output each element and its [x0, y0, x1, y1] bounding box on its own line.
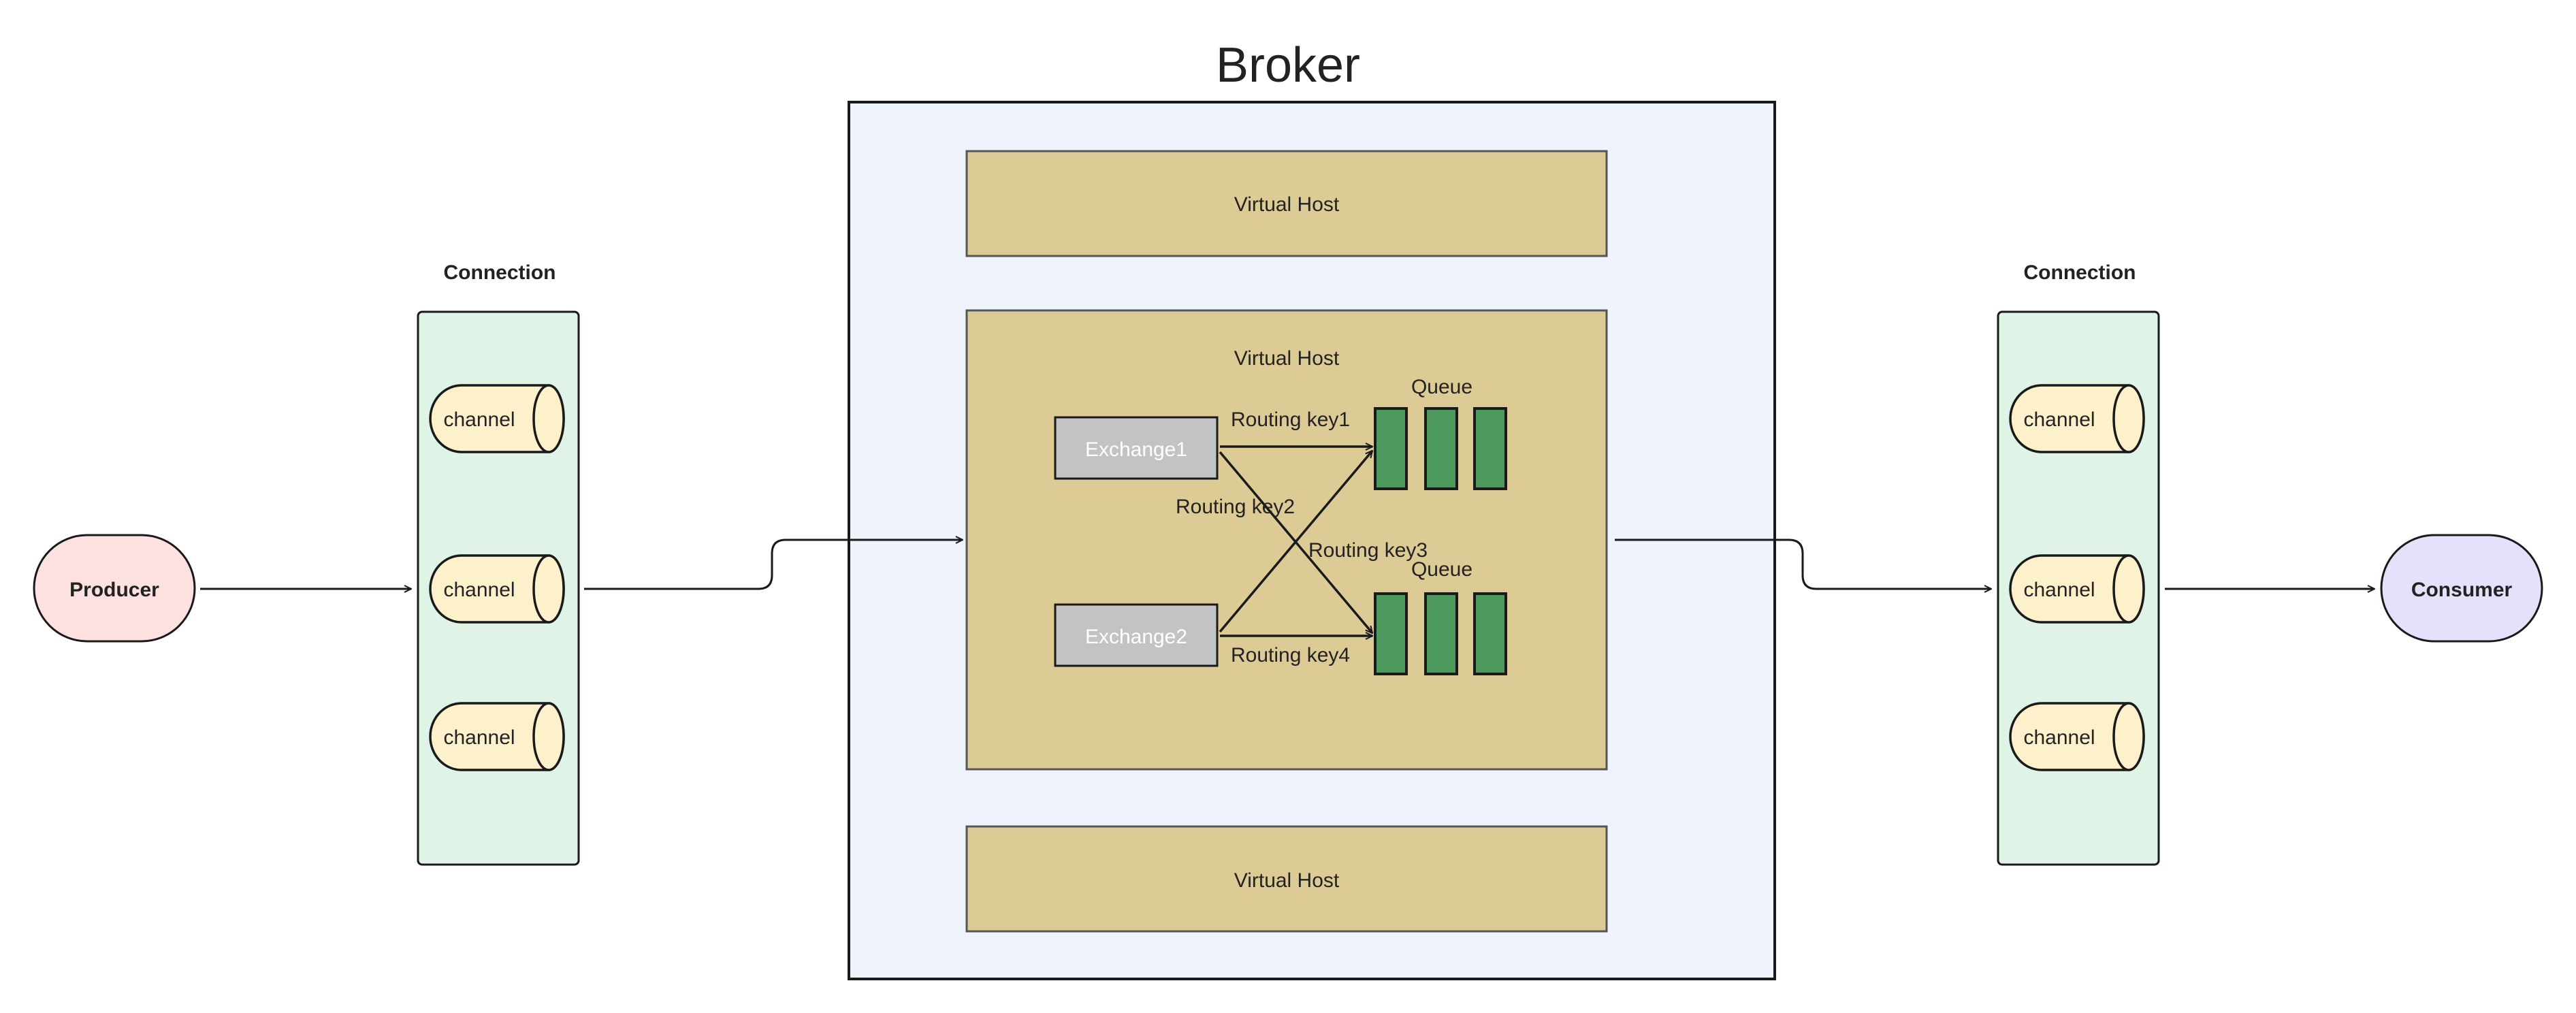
left-connection-title: Connection [444, 261, 556, 284]
left-channel-2-label: channel [443, 579, 515, 601]
left-channel: channel [429, 384, 565, 453]
queue2-slot [1424, 592, 1458, 675]
right-channel-3-label: channel [2023, 726, 2095, 749]
queue1-slot [1473, 407, 1507, 490]
consumer-node [2380, 534, 2543, 643]
producer-label: Producer [69, 579, 159, 601]
producer-node [33, 534, 196, 643]
exchange1-label: Exchange1 [1085, 438, 1187, 461]
broker-to-connection-arrow [1615, 538, 1991, 589]
virtual-host-main [965, 309, 1608, 771]
exchange1-box [1054, 416, 1219, 480]
routing-key2-label: Routing key2 [1176, 496, 1295, 518]
connection-to-broker-arrow [584, 540, 963, 590]
virtual-host-top-label: Virtual Host [1234, 193, 1340, 216]
queue2-label: Queue [1411, 558, 1472, 581]
virtual-host-main-label: Virtual Host [1234, 347, 1340, 370]
broker-title: Broker [1216, 38, 1360, 93]
right-channel: channel [2009, 384, 2145, 453]
routing-arrow-key3 [1219, 451, 1372, 633]
right-channel: channel [2009, 554, 2145, 624]
virtual-host-top [965, 150, 1608, 257]
routing-key1-label: Routing key1 [1231, 408, 1350, 431]
queue1-slot [1424, 407, 1458, 490]
virtual-host-bottom-label: Virtual Host [1234, 869, 1340, 892]
routing-key4-label: Routing key4 [1231, 644, 1350, 666]
left-channel-1-label: channel [443, 408, 515, 431]
right-channel-1-label: channel [2023, 408, 2095, 431]
left-channel: channel [429, 702, 565, 771]
exchange2-label: Exchange2 [1085, 626, 1187, 648]
routing-key3-label: Routing key3 [1308, 539, 1428, 562]
exchange2-box [1054, 603, 1219, 667]
right-channel: channel [2009, 702, 2145, 771]
virtual-host-bottom [965, 825, 1608, 933]
left-channel-3-label: channel [443, 726, 515, 749]
queue1-slot [1374, 407, 1408, 490]
left-channel: channel [429, 554, 565, 624]
queue2-slot [1374, 592, 1408, 675]
queue2-slot [1473, 592, 1507, 675]
right-channel-2-label: channel [2023, 579, 2095, 601]
queue1-label: Queue [1411, 376, 1472, 398]
consumer-label: Consumer [2411, 579, 2513, 601]
right-connection-title: Connection [2024, 261, 2136, 284]
